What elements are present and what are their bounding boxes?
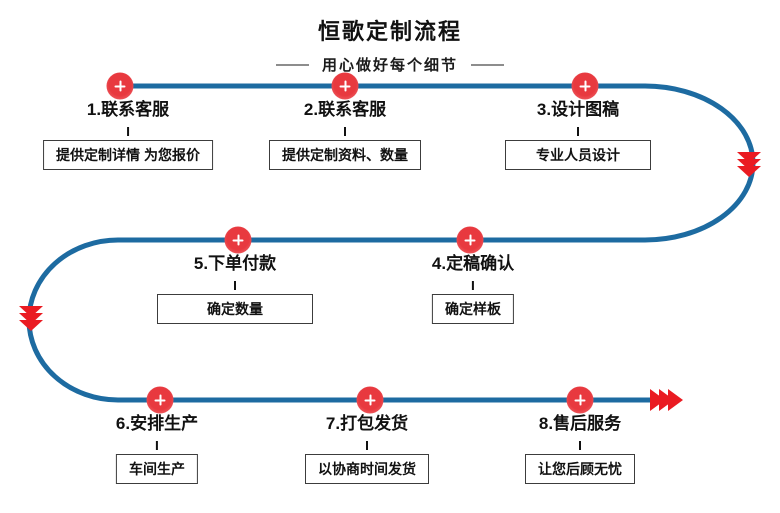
arrow-down-right-icon (737, 152, 761, 177)
connector-tick (126, 127, 129, 136)
step-label: 4.定稿确认 (431, 254, 515, 273)
step-4: 4.定稿确认 确定样板 (432, 253, 514, 324)
connector-tick (472, 281, 474, 290)
plus-icon (155, 395, 166, 406)
header: 恒歌定制流程 用心做好每个细节 (0, 14, 780, 75)
plus-icon (465, 235, 476, 246)
step-marker-6 (146, 386, 174, 414)
step-3: 3.设计图稿 专业人员设计 (505, 99, 651, 170)
step-label: 1.联系客服 (86, 100, 170, 119)
plus-icon (365, 395, 376, 406)
flow-path-line (26, 83, 756, 403)
step-label: 8.售后服务 (538, 414, 622, 433)
subtitle: 用心做好每个细节 (0, 54, 780, 75)
page-title: 恒歌定制流程 (317, 19, 462, 44)
step-label: 5.下单付款 (193, 254, 277, 273)
arrow-right-end-icon (650, 389, 683, 411)
step-7: 7.打包发货 以协商时间发货 (305, 413, 429, 484)
plus-icon (233, 235, 244, 246)
step-note: 提供定制资料、数量 (269, 140, 421, 170)
step-label: 2.联系客服 (303, 100, 387, 119)
connector-tick (366, 441, 368, 450)
subtitle-dash-left (275, 63, 309, 66)
plus-icon (580, 81, 591, 92)
step-note: 确定数量 (157, 294, 313, 324)
step-marker-3 (571, 72, 599, 100)
connector-tick (156, 441, 158, 450)
step-note: 让您后顾无忧 (525, 454, 635, 484)
step-marker-8 (566, 386, 594, 414)
step-2: 2.联系客服 提供定制资料、数量 (269, 99, 421, 170)
step-note: 以协商时间发货 (305, 454, 429, 484)
connector-tick (344, 127, 346, 136)
step-8: 8.售后服务 让您后顾无忧 (525, 413, 635, 484)
step-marker-7 (356, 386, 384, 414)
step-label: 6.安排生产 (115, 414, 199, 433)
connector-tick (577, 127, 579, 136)
connector-tick (234, 281, 236, 290)
plus-icon (575, 395, 586, 406)
plus-icon (340, 81, 351, 92)
step-note: 专业人员设计 (505, 140, 651, 170)
step-5: 5.下单付款 确定数量 (157, 253, 313, 324)
plus-icon (115, 81, 126, 92)
connector-tick (579, 441, 581, 450)
subtitle-dash-right (471, 63, 504, 66)
step-note: 提供定制详情 为您报价 (43, 140, 213, 170)
step-marker-2 (331, 72, 359, 100)
step-label: 7.打包发货 (325, 414, 409, 433)
step-marker-1 (106, 72, 134, 100)
arrow-down-left-icon (19, 306, 43, 331)
step-marker-5 (224, 226, 252, 254)
step-1: 1.联系客服 提供定制详情 为您报价 (43, 99, 213, 170)
step-note: 车间生产 (116, 454, 198, 484)
step-label: 3.设计图稿 (536, 100, 620, 119)
step-note: 确定样板 (432, 294, 514, 324)
step-6: 6.安排生产 车间生产 (116, 413, 198, 484)
subtitle-text: 用心做好每个细节 (321, 57, 458, 74)
step-marker-4 (456, 226, 484, 254)
